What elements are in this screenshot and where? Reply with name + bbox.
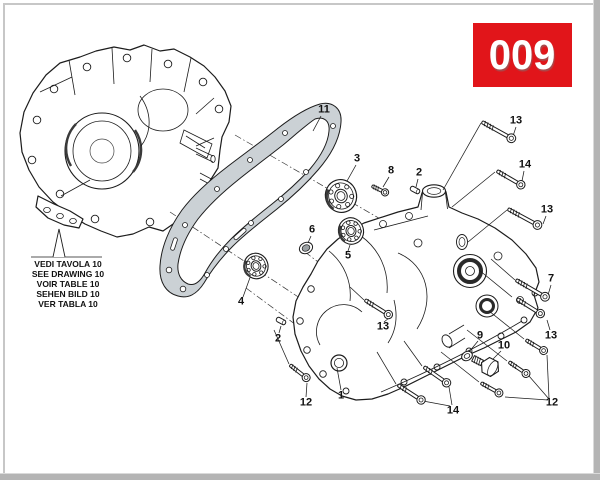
note-line-fr: VOIR TABLE 10 <box>36 279 100 289</box>
plug-10-part <box>471 355 500 378</box>
callout-13-d: 13 <box>376 320 390 333</box>
screw-8-part <box>371 184 390 197</box>
page-border-bottom <box>0 473 600 480</box>
page-border-right <box>593 0 600 480</box>
callout-2-top: 2 <box>415 166 423 179</box>
note-line-es: VER TABLA 10 <box>38 299 98 309</box>
dowel-pin-2-left-part <box>275 316 287 326</box>
page-border-left <box>3 3 5 473</box>
callout-2-left: 2 <box>274 332 282 345</box>
gasket-part <box>159 102 342 298</box>
bearing-4-part <box>243 252 269 280</box>
callout-3: 3 <box>353 152 361 165</box>
callout-12-left: 12 <box>299 396 313 409</box>
note-line-de: SEHEN BILD 10 <box>36 289 100 299</box>
callout-11: 11 <box>318 103 330 116</box>
note-line-it: VEDI TAVOLA 10 <box>34 259 102 269</box>
bearing-5-part <box>337 217 365 245</box>
callout-14-a: 14 <box>518 158 532 171</box>
left-crankcase-art <box>19 44 232 238</box>
callout-8: 8 <box>387 164 395 177</box>
callout-14-b: 14 <box>446 404 460 417</box>
callout-10: 10 <box>497 339 511 352</box>
callout-13-a: 13 <box>509 114 523 127</box>
washer-9-part <box>461 350 473 362</box>
reference-note: VEDI TAVOLA 10 SEE DRAWING 10 VOIR TABLE… <box>18 259 118 309</box>
drawing-number-badge: 009 <box>473 23 572 87</box>
bearing-3-part <box>324 178 358 214</box>
note-line-en: SEE DRAWING 10 <box>31 269 105 279</box>
callout-13-b: 13 <box>540 203 554 216</box>
page-border-top <box>3 3 593 5</box>
note-pointer <box>31 228 102 258</box>
leader-lines <box>242 115 552 407</box>
dowel-pin-2-top-part <box>409 185 421 195</box>
callout-4: 4 <box>237 295 245 308</box>
callout-6: 6 <box>308 223 316 236</box>
callout-9: 9 <box>476 329 484 342</box>
drawing-number: 009 <box>489 31 556 78</box>
callout-13-c: 13 <box>544 329 558 342</box>
callout-1: 1 <box>337 389 345 402</box>
callout-7: 7 <box>547 272 555 285</box>
callout-5: 5 <box>344 249 352 262</box>
callout-12-right: 12 <box>545 396 559 409</box>
right-crankcase-part <box>292 184 540 401</box>
bushing-6-part <box>298 241 314 255</box>
